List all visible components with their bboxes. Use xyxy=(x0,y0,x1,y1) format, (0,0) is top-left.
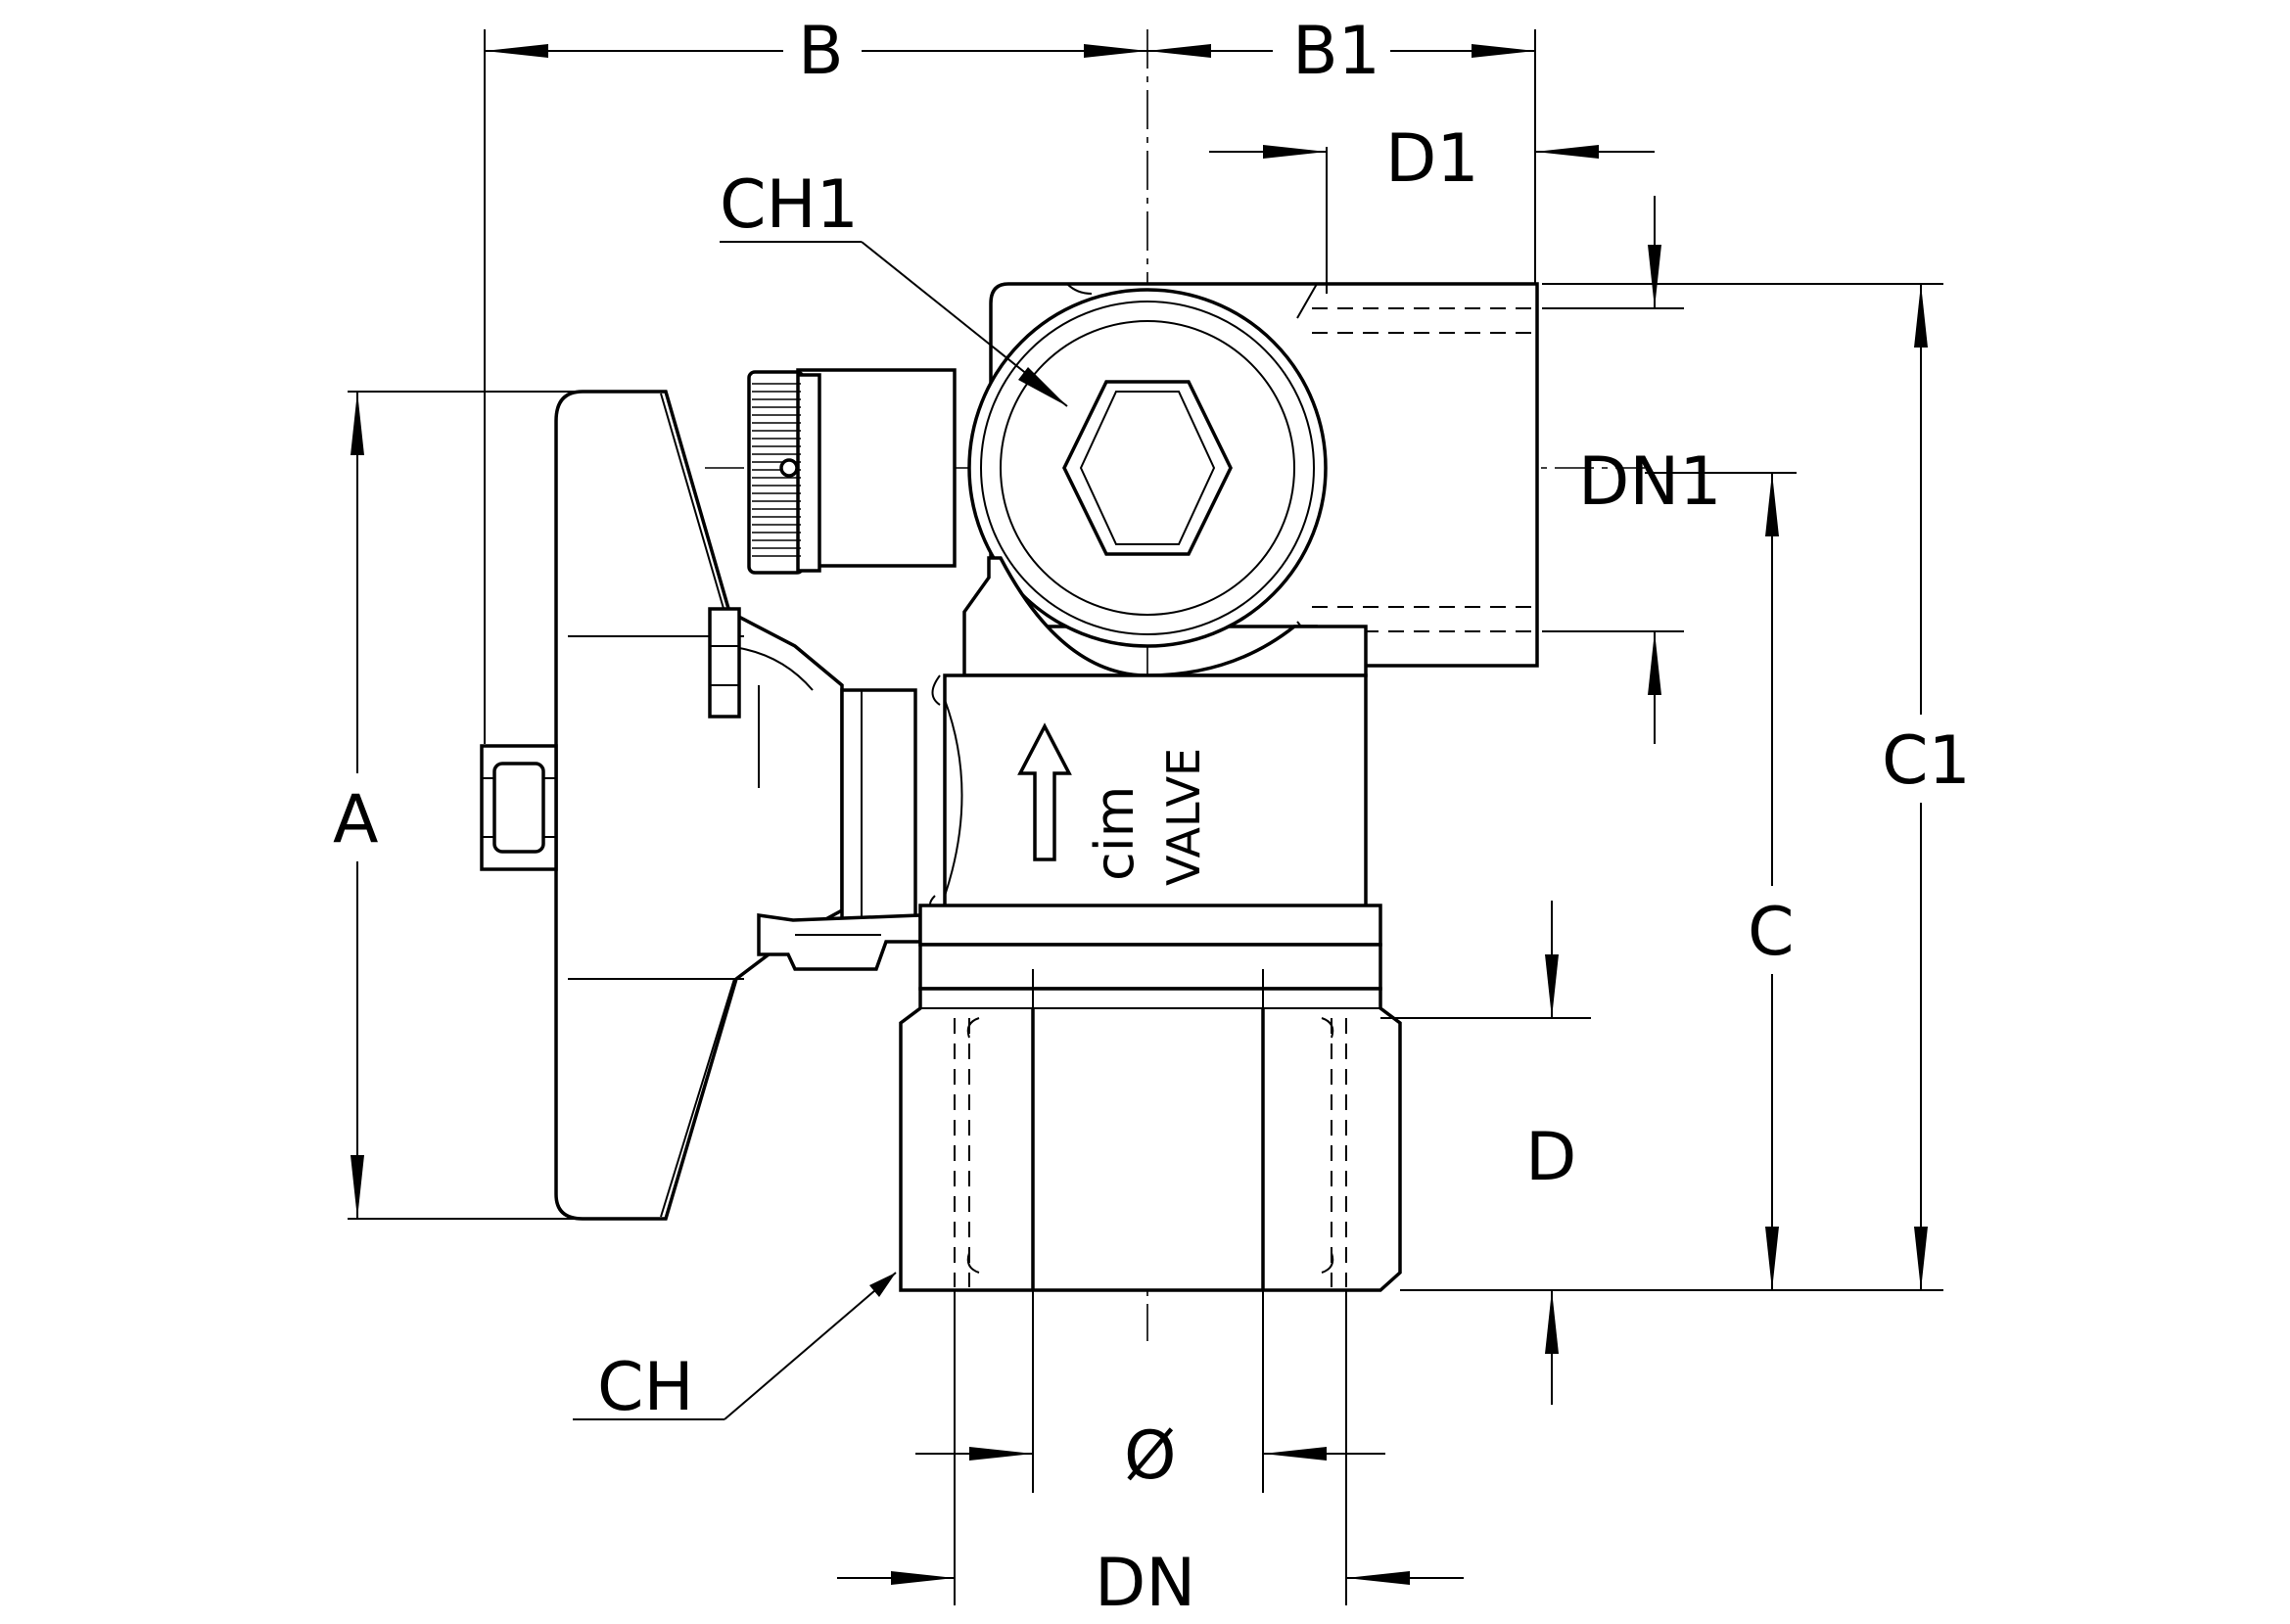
model-marking: VALVE xyxy=(1157,748,1210,886)
brand-marking: cim xyxy=(1084,786,1145,881)
union-ring xyxy=(918,904,1382,991)
label-C1: C1 xyxy=(1882,722,1971,800)
label-D: D xyxy=(1525,1119,1576,1196)
label-C: C xyxy=(1748,894,1794,971)
dimension-labels: B B1 D1 CH1 DN1 A C1 C D CH Ø DN xyxy=(333,13,1971,1622)
label-D1: D1 xyxy=(1385,120,1479,198)
dimension-lines xyxy=(348,29,1943,1605)
label-DN: DN xyxy=(1095,1545,1195,1619)
knurled-cap xyxy=(747,368,957,575)
label-DN1: DN1 xyxy=(1578,443,1722,521)
label-B1: B1 xyxy=(1292,13,1380,90)
label-diameter: Ø xyxy=(1124,1417,1177,1495)
hex-nut xyxy=(899,987,1402,1292)
label-B: B xyxy=(798,13,844,90)
dimension-arrows xyxy=(351,44,1928,1585)
label-A: A xyxy=(333,781,379,858)
butterfly-handle xyxy=(480,390,844,1221)
hex-socket-boss xyxy=(967,288,1328,648)
label-CH: CH xyxy=(597,1349,694,1426)
label-CH1: CH1 xyxy=(720,166,859,244)
body-marking: cim VALVE xyxy=(1084,748,1210,886)
valve-stem xyxy=(757,688,922,971)
